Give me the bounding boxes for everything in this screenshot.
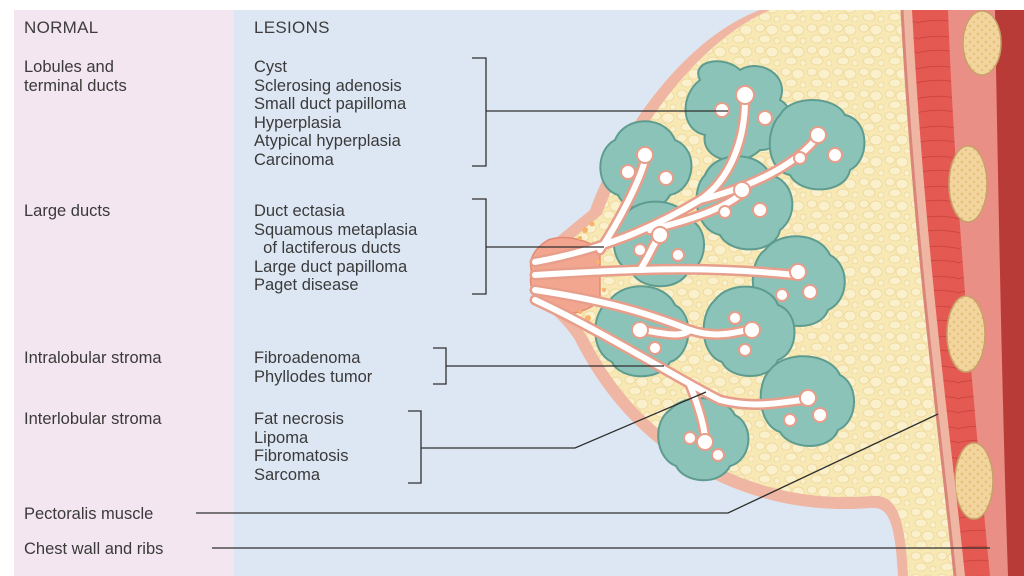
lesion-item: Lipoma	[254, 428, 309, 447]
normal-header: NORMAL	[24, 18, 99, 37]
leader-interlobular	[421, 391, 707, 449]
lesion-item: Cyst	[254, 58, 287, 76]
bracket-interlobular	[408, 410, 422, 484]
lesions-interlobular-stroma: Fat necrosis Lipoma Fibromatosis Sarcoma	[254, 410, 348, 484]
rib	[946, 295, 986, 373]
lesion-item: Atypical hyperplasia	[254, 132, 401, 150]
outer-chest-edge	[995, 10, 1024, 576]
leader-lines	[196, 57, 990, 549]
lesion-item: Fat necrosis	[254, 410, 344, 428]
lesion-item: Fibromatosis	[254, 447, 349, 465]
lesion-item: Carcinoma	[254, 150, 334, 169]
lesion-item: Sclerosing adenosis	[254, 76, 402, 95]
lesions-intralobular-stroma: Fibroadenoma Phyllodes tumor	[254, 349, 372, 386]
lesion-item: Duct ectasia	[254, 202, 345, 220]
leader-pectoralis	[196, 413, 939, 514]
lesion-item: Fibroadenoma	[254, 349, 361, 367]
lesion-item: Large duct papilloma	[254, 257, 408, 276]
duct-tree	[529, 85, 843, 462]
bracket-lobules	[472, 57, 487, 167]
bracket-large-ducts	[472, 198, 487, 295]
label-lobules-terminal-ducts: Lobules and terminal ducts	[24, 58, 127, 95]
label-chest-wall-ribs: Chest wall and ribs	[24, 540, 164, 558]
muscle-boundary	[900, 9, 957, 576]
lesion-item: Hyperplasia	[254, 113, 342, 132]
lesion-item: Sarcoma	[254, 465, 321, 484]
rib	[954, 442, 994, 520]
label-pectoralis-muscle: Pectoralis muscle	[24, 505, 154, 523]
normal-panel	[14, 10, 234, 576]
lesion-item: of lactiferous ducts	[254, 239, 401, 257]
lesions-large-ducts: Duct ectasia Squamous metaplasia of lact…	[254, 202, 417, 295]
lesions-header: LESIONS	[254, 18, 330, 37]
bracket-intralobular	[433, 347, 447, 385]
label-intralobular-stroma: Intralobular stroma	[24, 349, 162, 367]
label-interlobular-stroma: Interlobular stroma	[24, 410, 162, 428]
rib	[962, 10, 1002, 76]
lesions-lobules: Cyst Sclerosing adenosis Small duct papi…	[254, 58, 406, 169]
lesion-item: Paget disease	[254, 276, 359, 294]
lesion-item: Small duct papilloma	[254, 95, 407, 113]
label-large-ducts: Large ducts	[24, 202, 111, 220]
lesion-item: Squamous metaplasia	[254, 220, 418, 239]
lesion-item: Phyllodes tumor	[254, 367, 373, 386]
rib	[948, 145, 988, 223]
